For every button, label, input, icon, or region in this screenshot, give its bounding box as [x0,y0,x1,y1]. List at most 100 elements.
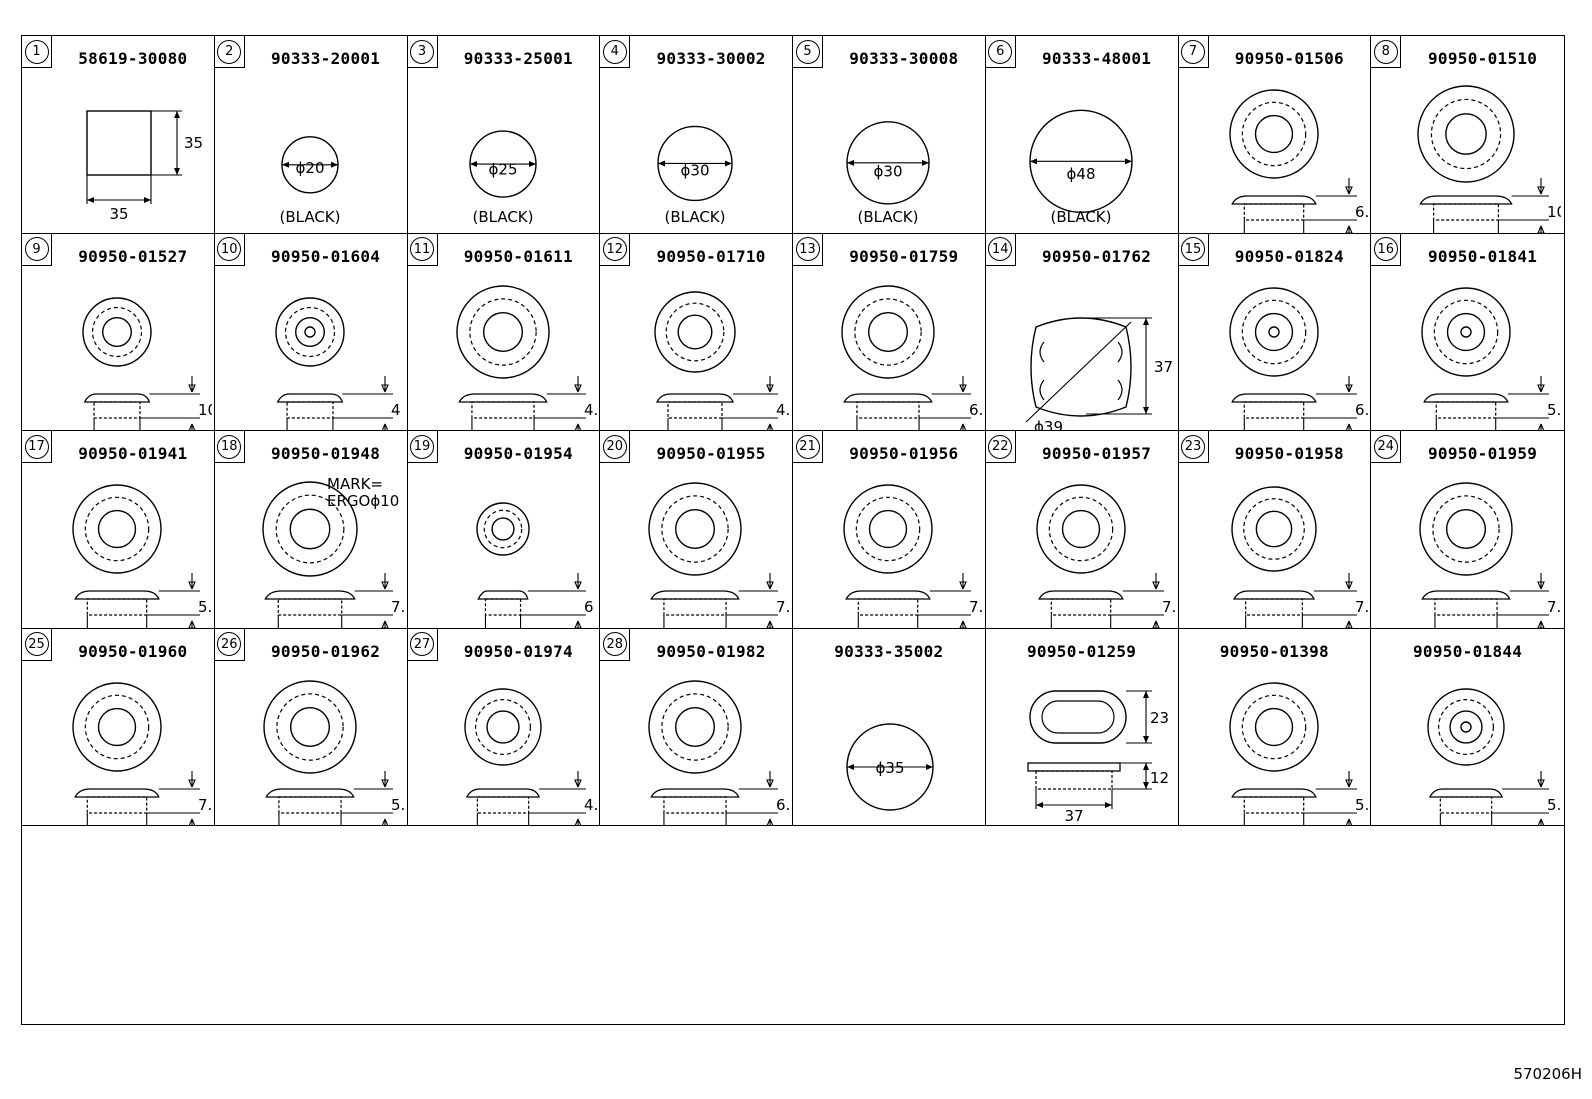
arrow-up [1152,620,1160,628]
arrow-down [573,573,582,590]
flange-profile [1230,195,1317,205]
flange-profile [1423,392,1510,403]
body-profile [286,400,334,419]
arrow-down [1344,178,1353,195]
outline [102,316,132,347]
outline [1445,113,1488,155]
color-label: (BLACK) [665,208,726,226]
flange-profile [1230,392,1317,403]
parts-grid: 158619-300803535t=1.5290333-20001ϕ20(BLA… [21,35,1565,1025]
index-box: 9 [22,233,52,266]
outline [675,706,716,747]
index-box: 19 [407,431,438,464]
index-number: 10 [217,237,242,262]
height-label: 6.5 [1355,401,1369,419]
body-profile [86,598,148,616]
arrow-up [381,423,389,431]
part-drawing: ϕ25.54 [275,296,400,431]
arrow-down [188,573,196,590]
part-number: 90333-20001 [270,49,381,68]
outline [854,297,922,366]
index-box: 17 [22,431,52,464]
index-number: 9 [24,237,49,262]
outline [1254,114,1293,154]
outline [485,710,520,744]
part-drawing: ϕ18.16.1 [1228,89,1369,233]
arrow-down [766,770,775,788]
arrow-up [1537,423,1545,431]
flange-profile [1232,590,1315,600]
height-label: 7.5 [776,598,790,616]
body-profile [476,796,529,814]
arrow-up [188,423,196,431]
arrow-down [573,375,582,392]
part-number: 90950-01604 [270,246,381,266]
index-box: 10 [214,233,245,266]
flange-profile [1230,788,1317,798]
part-number: 58619-30080 [78,49,188,68]
outline [262,481,358,577]
diameter-label: ϕ20 [295,159,324,177]
part-drawing: ϕ31.57.5 [1230,486,1369,628]
index-box: 1 [22,36,52,68]
part-drawing: ϕ8.75.5 [1421,286,1561,431]
outline [1431,98,1502,170]
part-drawing: ϕ184.6 [455,284,598,431]
body-profile [1439,796,1493,814]
part-number: 90950-01974 [463,641,573,661]
outline [1048,496,1114,562]
body-profile [470,400,535,419]
dimension-label: t=1.5 [98,232,140,234]
arrow-up [1537,620,1545,628]
arrow-down [1344,375,1353,392]
body-profile [663,796,727,814]
part-number: 90950-01941 [78,444,188,464]
outline [455,284,550,379]
flange-profile [1037,590,1124,600]
outline [72,682,162,772]
outline [72,484,162,574]
part-number: 90950-01398 [1219,641,1329,661]
outline [1242,498,1305,561]
arrow-up [1345,225,1352,233]
part-number: 90950-01959 [1427,444,1538,464]
body-profile [1035,770,1113,790]
height-label: 5.7 [1547,796,1561,814]
part-drawing: ϕ25.54.5 [654,290,790,431]
arrow-up [766,818,774,826]
flange-profile [650,788,740,798]
arrow-down [959,573,967,590]
part-number: 90950-01824 [1234,246,1344,266]
part-number: 90950-01962 [270,641,381,661]
part-drawing: ϕ18.67.5 [843,484,983,628]
outline [490,517,515,541]
notches [1039,341,1123,400]
index-number: 26 [217,632,242,657]
part-cell: 90950-01844ϕ235.7 [1371,629,1564,827]
index-box: 27 [407,628,438,661]
part-number: 90950-01982 [656,641,766,661]
color-label: (BLACK) [859,823,920,827]
height-label: 7.5 [198,796,212,814]
flange-profile [465,788,540,798]
part-number: 90950-01259 [1026,641,1137,661]
arrow-down [1344,573,1353,590]
diameter-label: ϕ35 [876,759,905,777]
part-number: 90950-01958 [1234,444,1344,464]
outline [1267,325,1280,338]
mark-label: ERGOϕ10 [327,492,399,510]
arrow-down [188,375,196,392]
arrow-up [381,620,389,628]
dimension-label: 37 [1064,807,1083,825]
thickness-label: t=0.5 [481,231,523,234]
part-drawing: ϕ810.3 [1417,85,1561,233]
arrow-up [188,620,196,628]
